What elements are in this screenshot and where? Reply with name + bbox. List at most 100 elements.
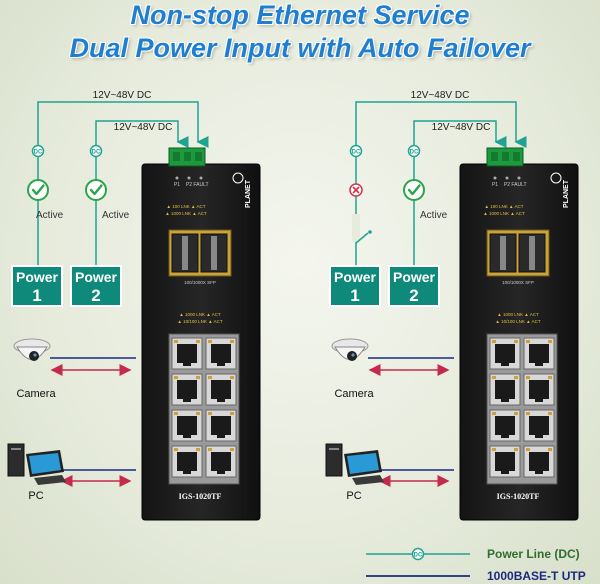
rj45-latch xyxy=(535,470,543,474)
sfp-module xyxy=(182,236,188,270)
pc-label: PC xyxy=(28,490,43,502)
port-led xyxy=(208,376,212,379)
terminal-screw xyxy=(491,152,498,161)
terminal-label: P2 xyxy=(504,182,510,188)
rj45-socket xyxy=(177,416,197,435)
sfp-module xyxy=(500,236,506,270)
rj45-socket xyxy=(177,344,197,363)
led-indicator xyxy=(505,176,509,180)
sfp-led-legend: ▲ 100 LNK ▲ ACT xyxy=(485,204,524,209)
title-line-2: Dual Power Input with Auto Failover xyxy=(69,33,531,63)
status-label-2: Active xyxy=(420,210,448,221)
port-led xyxy=(174,448,178,451)
rj45-port[interactable] xyxy=(171,445,203,478)
rj45-port[interactable] xyxy=(205,409,237,442)
rj45-port[interactable] xyxy=(489,373,521,406)
port-led xyxy=(492,448,496,451)
rj45-latch xyxy=(501,362,509,366)
port-led xyxy=(514,340,518,343)
brand-label: PLANET xyxy=(245,179,252,208)
dc-marker xyxy=(89,144,103,158)
pc-keyboard xyxy=(34,475,66,485)
port-led xyxy=(548,376,552,379)
terminal-label: P2 xyxy=(186,182,192,188)
rj45-latch xyxy=(217,362,225,366)
dc-marker xyxy=(31,144,45,158)
dc-marker-label: DC xyxy=(352,149,361,155)
rj45-port[interactable] xyxy=(205,337,237,370)
rj45-port[interactable] xyxy=(171,409,203,442)
rj45-port[interactable] xyxy=(205,445,237,478)
rj45-socket xyxy=(177,380,197,399)
port-led xyxy=(492,340,496,343)
rj45-latch xyxy=(217,434,225,438)
pc-drive xyxy=(329,448,339,450)
dc-marker-label: DC xyxy=(34,149,43,155)
check-icon xyxy=(85,179,107,201)
rj45-latch xyxy=(535,434,543,438)
rj45-port[interactable] xyxy=(489,409,521,442)
rj45-socket xyxy=(529,344,549,363)
rj45-port[interactable] xyxy=(523,445,555,478)
rj45-port[interactable] xyxy=(489,337,521,370)
port-led xyxy=(548,448,552,451)
dc-marker-label: DC xyxy=(414,552,423,558)
port-led-legend: ▲ 1000 LNK ▲ ACT xyxy=(179,312,221,317)
check-mark xyxy=(89,184,103,196)
rj45-socket xyxy=(495,344,515,363)
power-2-box xyxy=(388,265,440,307)
dc-marker xyxy=(411,547,425,561)
port-led xyxy=(514,412,518,415)
power-1-box xyxy=(329,265,381,307)
rj45-port[interactable] xyxy=(171,337,203,370)
port-led-legend: ▲ 10/100 LNK ▲ ACT xyxy=(495,319,540,324)
camera-lens-glare xyxy=(351,353,355,357)
port-led xyxy=(208,448,212,451)
sfp-led-legend: ▲ 1000 LNK ▲ ACT xyxy=(165,211,207,216)
rj45-port[interactable] xyxy=(523,337,555,370)
port-led xyxy=(174,340,178,343)
dc-marker xyxy=(349,144,363,158)
port-led xyxy=(526,340,530,343)
power-2-box-word: Power xyxy=(75,269,118,285)
rj45-latch xyxy=(183,362,191,366)
planet-logo-icon xyxy=(232,172,244,184)
check-icon xyxy=(27,179,49,201)
switch-contact xyxy=(368,230,372,234)
rj45-latch xyxy=(501,398,509,402)
sfp-led-legend: ▲ 1000 LNK ▲ ACT xyxy=(483,211,525,216)
rj45-socket xyxy=(177,452,197,471)
pc-label: PC xyxy=(346,490,361,502)
rj45-port[interactable] xyxy=(523,409,555,442)
terminal-screw xyxy=(502,152,509,161)
rj45-port[interactable] xyxy=(523,373,555,406)
rj45-latch xyxy=(501,434,509,438)
port-led xyxy=(196,340,200,343)
rj45-port[interactable] xyxy=(205,373,237,406)
port-led xyxy=(548,412,552,415)
voltage-label-2: 12V~48V DC xyxy=(114,122,173,133)
terminal-screw xyxy=(173,152,180,161)
rj45-latch xyxy=(183,398,191,402)
voltage-label-2: 12V~48V DC xyxy=(432,122,491,133)
fail-cross xyxy=(352,186,360,194)
dc-marker-label: DC xyxy=(92,149,101,155)
planet-logo-icon xyxy=(550,172,562,184)
port-led xyxy=(492,412,496,415)
voltage-label-1: 12V~48V DC xyxy=(93,90,152,101)
power-2-box-number: 2 xyxy=(91,286,100,305)
port-led xyxy=(208,340,212,343)
rj45-port[interactable] xyxy=(489,445,521,478)
port-led xyxy=(526,376,530,379)
led-indicator xyxy=(517,176,521,180)
rj45-socket xyxy=(529,452,549,471)
rj45-port[interactable] xyxy=(171,373,203,406)
port-led xyxy=(230,376,234,379)
power-2-box xyxy=(70,265,122,307)
power-1-box-number: 1 xyxy=(350,286,359,305)
port-led xyxy=(514,448,518,451)
sfp-module xyxy=(529,236,535,270)
power-1-box-word: Power xyxy=(334,269,377,285)
